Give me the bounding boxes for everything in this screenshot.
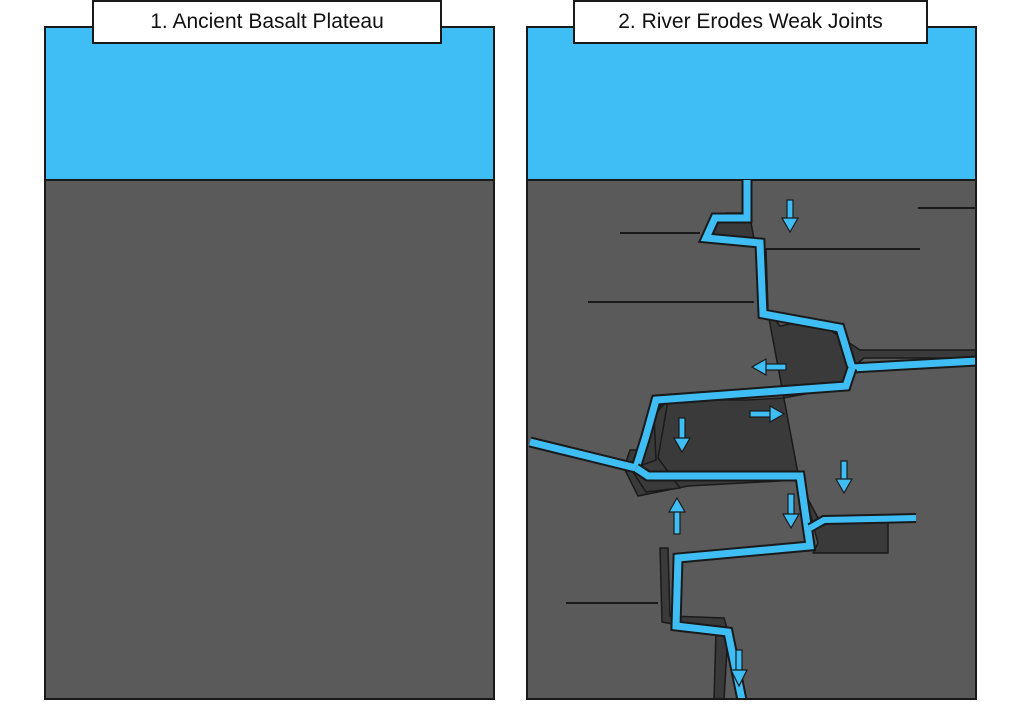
river-water (808, 515, 917, 531)
panel-1-title: 1. Ancient Basalt Plateau (92, 0, 442, 44)
flow-arrow-down (780, 199, 800, 234)
panel-river-erodes-joints (526, 26, 977, 700)
flow-arrow-right (749, 404, 786, 424)
sky-layer (46, 28, 493, 181)
flow-arrow-down (834, 460, 854, 495)
river-water (634, 465, 814, 698)
river-water (529, 366, 856, 473)
flow-arrow-down (730, 649, 748, 688)
erosion-diagram (528, 179, 975, 698)
flow-arrow-down (672, 417, 692, 454)
river-water (700, 180, 975, 372)
flow-arrows (667, 199, 854, 688)
flow-arrow-up (667, 496, 687, 535)
basalt-rock-layer (46, 181, 493, 698)
panel-2-title: 2. River Erodes Weak Joints (573, 0, 928, 44)
river-channel (528, 180, 975, 698)
panel-ancient-basalt-plateau (44, 26, 495, 700)
flow-arrow-down (781, 493, 801, 530)
flow-arrow-left (750, 357, 787, 377)
